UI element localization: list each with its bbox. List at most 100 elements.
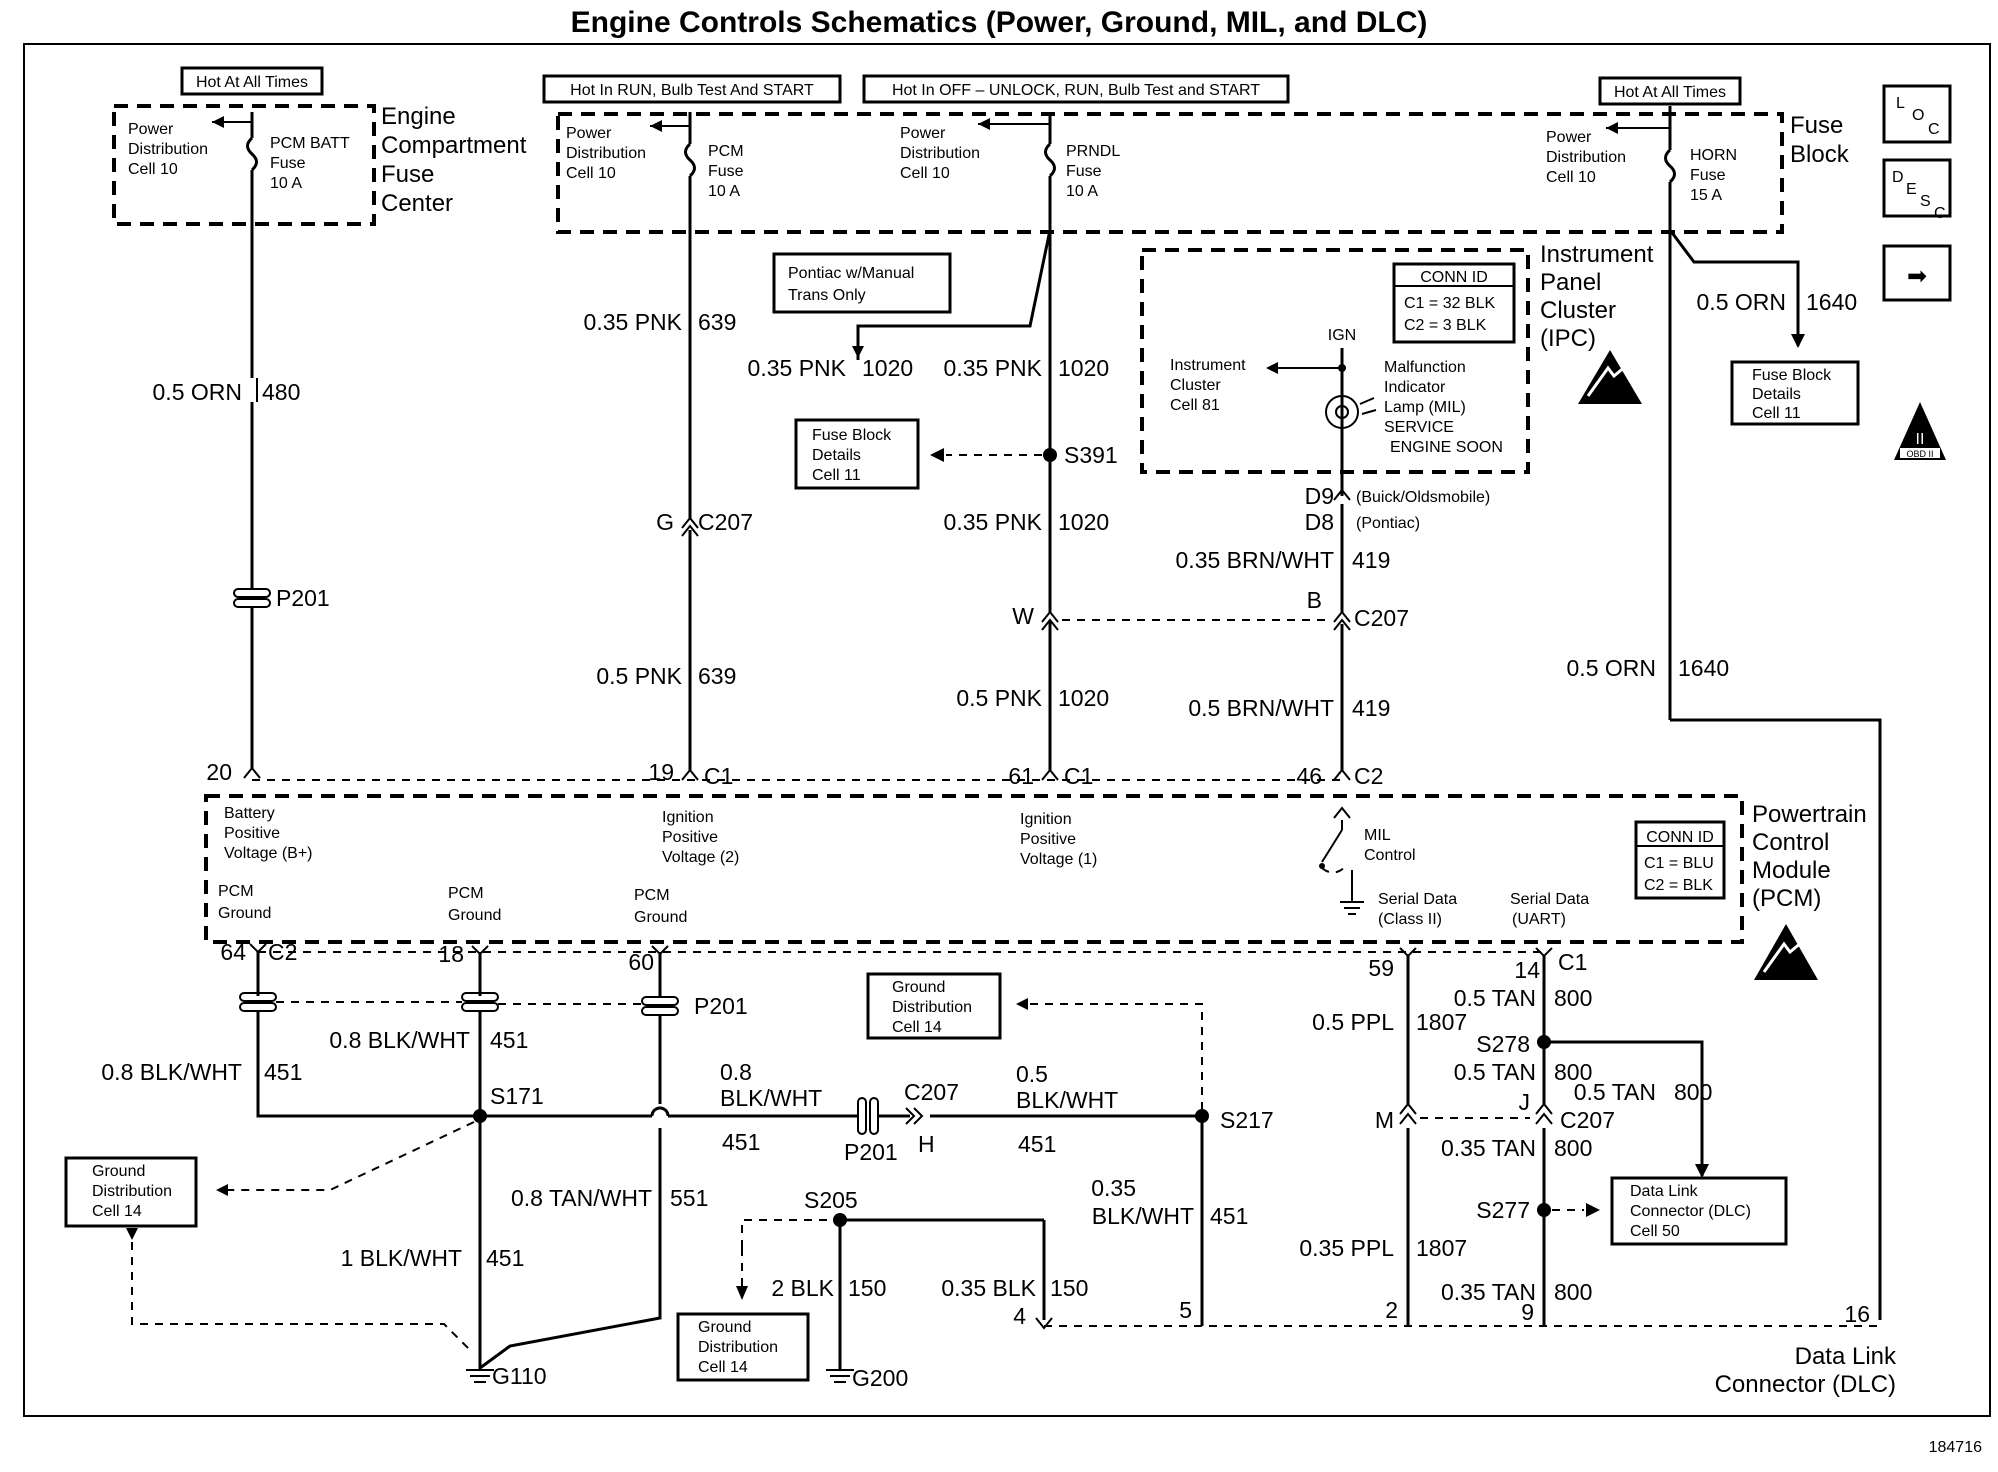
dlc-ref[interactable]: Data Link Connector (DLC) Cell 50 [1610, 1176, 1788, 1246]
svg-text:Cell 50: Cell 50 [1630, 1223, 1680, 1240]
fuse-block-details-ref-2[interactable]: Fuse Block Details Cell 11 [1730, 360, 1860, 426]
description-icon[interactable]: D E S C [1882, 158, 1952, 222]
svg-text:0.8 BLK/WHT: 0.8 BLK/WHT [329, 1027, 470, 1053]
svg-text:150: 150 [1050, 1275, 1088, 1301]
svg-text:Ignition: Ignition [662, 809, 714, 826]
svg-text:Malfunction: Malfunction [1384, 359, 1466, 376]
s277-splice [1537, 1203, 1551, 1217]
svg-text:Battery: Battery [224, 805, 275, 822]
svg-text:Hot In OFF – UNLOCK, RUN, Bulb: Hot In OFF – UNLOCK, RUN, Bulb Test and … [892, 82, 1260, 99]
svg-text:Power: Power [1546, 129, 1592, 146]
hot-in-off-tag: Hot In OFF – UNLOCK, RUN, Bulb Test and … [862, 74, 1290, 104]
wire-639: 0.35 PNK 639 0.5 PNK 639 [584, 196, 736, 770]
svg-text:1 BLK/WHT: 1 BLK/WHT [341, 1245, 462, 1271]
p201-inline-connector: P201 [844, 1097, 898, 1165]
svg-text:59: 59 [1368, 955, 1394, 981]
svg-text:0.35 TAN: 0.35 TAN [1441, 1279, 1536, 1305]
wire-150: 2 BLK 150 0.35 BLK 150 [736, 1218, 1088, 1370]
svg-text:0.5: 0.5 [1016, 1061, 1048, 1087]
svg-text:800: 800 [1554, 1059, 1592, 1085]
svg-text:Voltage (1): Voltage (1) [1020, 851, 1097, 868]
svg-text:451: 451 [1018, 1131, 1056, 1157]
svg-text:B: B [1307, 587, 1322, 613]
svg-text:BLK/WHT: BLK/WHT [1092, 1203, 1194, 1229]
p201-connector: P201 [233, 585, 330, 611]
fuse-block-label: Fuse Block [1790, 112, 1850, 168]
svg-text:(Buick/Oldsmobile): (Buick/Oldsmobile) [1356, 489, 1490, 506]
svg-text:J: J [1519, 1089, 1531, 1115]
next-page-arrow-icon[interactable]: ➡ [1882, 244, 1952, 302]
engine-compartment-fuse-center-box [112, 104, 376, 226]
svg-text:E: E [1906, 181, 1917, 198]
ground-distribution-ref-1[interactable]: Ground Distribution Cell 14 [866, 972, 1002, 1040]
svg-text:Distribution: Distribution [566, 145, 646, 162]
svg-text:C1: C1 [1064, 763, 1093, 789]
svg-text:C207: C207 [698, 509, 753, 535]
svg-text:Fuse: Fuse [1790, 112, 1843, 139]
svg-text:Power: Power [128, 121, 174, 138]
c1-label: C1 [704, 763, 733, 789]
s278-label: S278 [1476, 1031, 1530, 1057]
svg-text:Cell 10: Cell 10 [900, 165, 950, 182]
g110-ground: G110 [466, 1362, 547, 1389]
svg-text:II: II [1916, 431, 1925, 448]
p201-lower-connectors: P201 [239, 952, 748, 1019]
svg-text:1020: 1020 [862, 355, 913, 381]
engine-fuse-center-label: Engine Compartment Fuse Center [381, 103, 527, 217]
svg-text:Fuse: Fuse [1690, 167, 1726, 184]
svg-text:Power: Power [566, 125, 612, 142]
svg-text:18: 18 [438, 941, 464, 967]
dlc-pins: 4 5 2 9 16 [1013, 1297, 1870, 1330]
svg-text:639: 639 [698, 663, 736, 689]
fuse-block-details-ref[interactable]: Fuse Block Details Cell 11 [794, 418, 920, 490]
svg-text:CONN ID: CONN ID [1646, 829, 1714, 846]
svg-text:(Class II): (Class II) [1378, 911, 1442, 928]
svg-text:Ground: Ground [698, 1319, 751, 1336]
ign-label: IGN [1328, 327, 1356, 344]
svg-text:Block: Block [1790, 141, 1850, 168]
svg-text:D: D [1892, 169, 1904, 186]
svg-text:Engine: Engine [381, 103, 456, 130]
svg-text:Trans Only: Trans Only [788, 287, 866, 304]
pcm-ground-labels: PCM Ground PCM Ground PCM Ground [218, 883, 687, 926]
svg-text:P201: P201 [694, 993, 748, 1019]
svg-text:Control: Control [1364, 847, 1416, 864]
c207-connector-g: G C207 [656, 509, 753, 537]
svg-text:Fuse: Fuse [381, 161, 434, 188]
svg-text:Data Link: Data Link [1630, 1183, 1699, 1200]
ground-distribution-ref-2[interactable]: Ground Distribution Cell 14 [64, 1156, 198, 1228]
svg-text:0.5 PNK: 0.5 PNK [596, 663, 682, 689]
s171-splice [473, 1109, 487, 1123]
svg-text:Cell 11: Cell 11 [812, 467, 861, 484]
svg-text:10 A: 10 A [1066, 183, 1098, 200]
pin-20: 20 [206, 759, 232, 785]
svg-text:➡: ➡ [1907, 263, 1927, 290]
pcm-ground-symbol [1340, 870, 1364, 915]
svg-text:Details: Details [1752, 386, 1801, 403]
svg-text:0.35 BLK: 0.35 BLK [941, 1275, 1036, 1301]
svg-text:Lamp (MIL): Lamp (MIL) [1384, 399, 1466, 416]
svg-text:H: H [918, 1131, 935, 1157]
svg-text:OBD II: OBD II [1906, 449, 1933, 459]
location-icon[interactable]: L O C [1882, 84, 1952, 144]
svg-text:Cell 14: Cell 14 [92, 1203, 142, 1220]
svg-text:0.8 TAN/WHT: 0.8 TAN/WHT [511, 1185, 652, 1211]
esd-warning-icon [1754, 924, 1818, 980]
ipc-label: Instrument Panel Cluster (IPC) [1540, 241, 1654, 352]
svg-text:800: 800 [1674, 1079, 1712, 1105]
svg-text:PCM: PCM [218, 883, 254, 900]
svg-text:G110: G110 [492, 1363, 547, 1389]
c207-inline-connector: C207 H [904, 1079, 959, 1157]
svg-text:2 BLK: 2 BLK [771, 1275, 834, 1301]
s277-label: S277 [1476, 1197, 1530, 1223]
svg-text:Control: Control [1752, 829, 1829, 856]
svg-text:HORN: HORN [1690, 147, 1737, 164]
svg-text:Details: Details [812, 447, 861, 464]
svg-text:D9: D9 [1305, 483, 1334, 509]
esd-warning-icon [1578, 350, 1642, 404]
svg-text:C2 = BLK: C2 = BLK [1644, 877, 1713, 894]
ground-distribution-ref-3[interactable]: Ground Distribution Cell 14 [676, 1312, 810, 1382]
serial-class2-label: Serial Data (Class II) [1378, 891, 1457, 928]
svg-text:Cell 10: Cell 10 [128, 161, 178, 178]
